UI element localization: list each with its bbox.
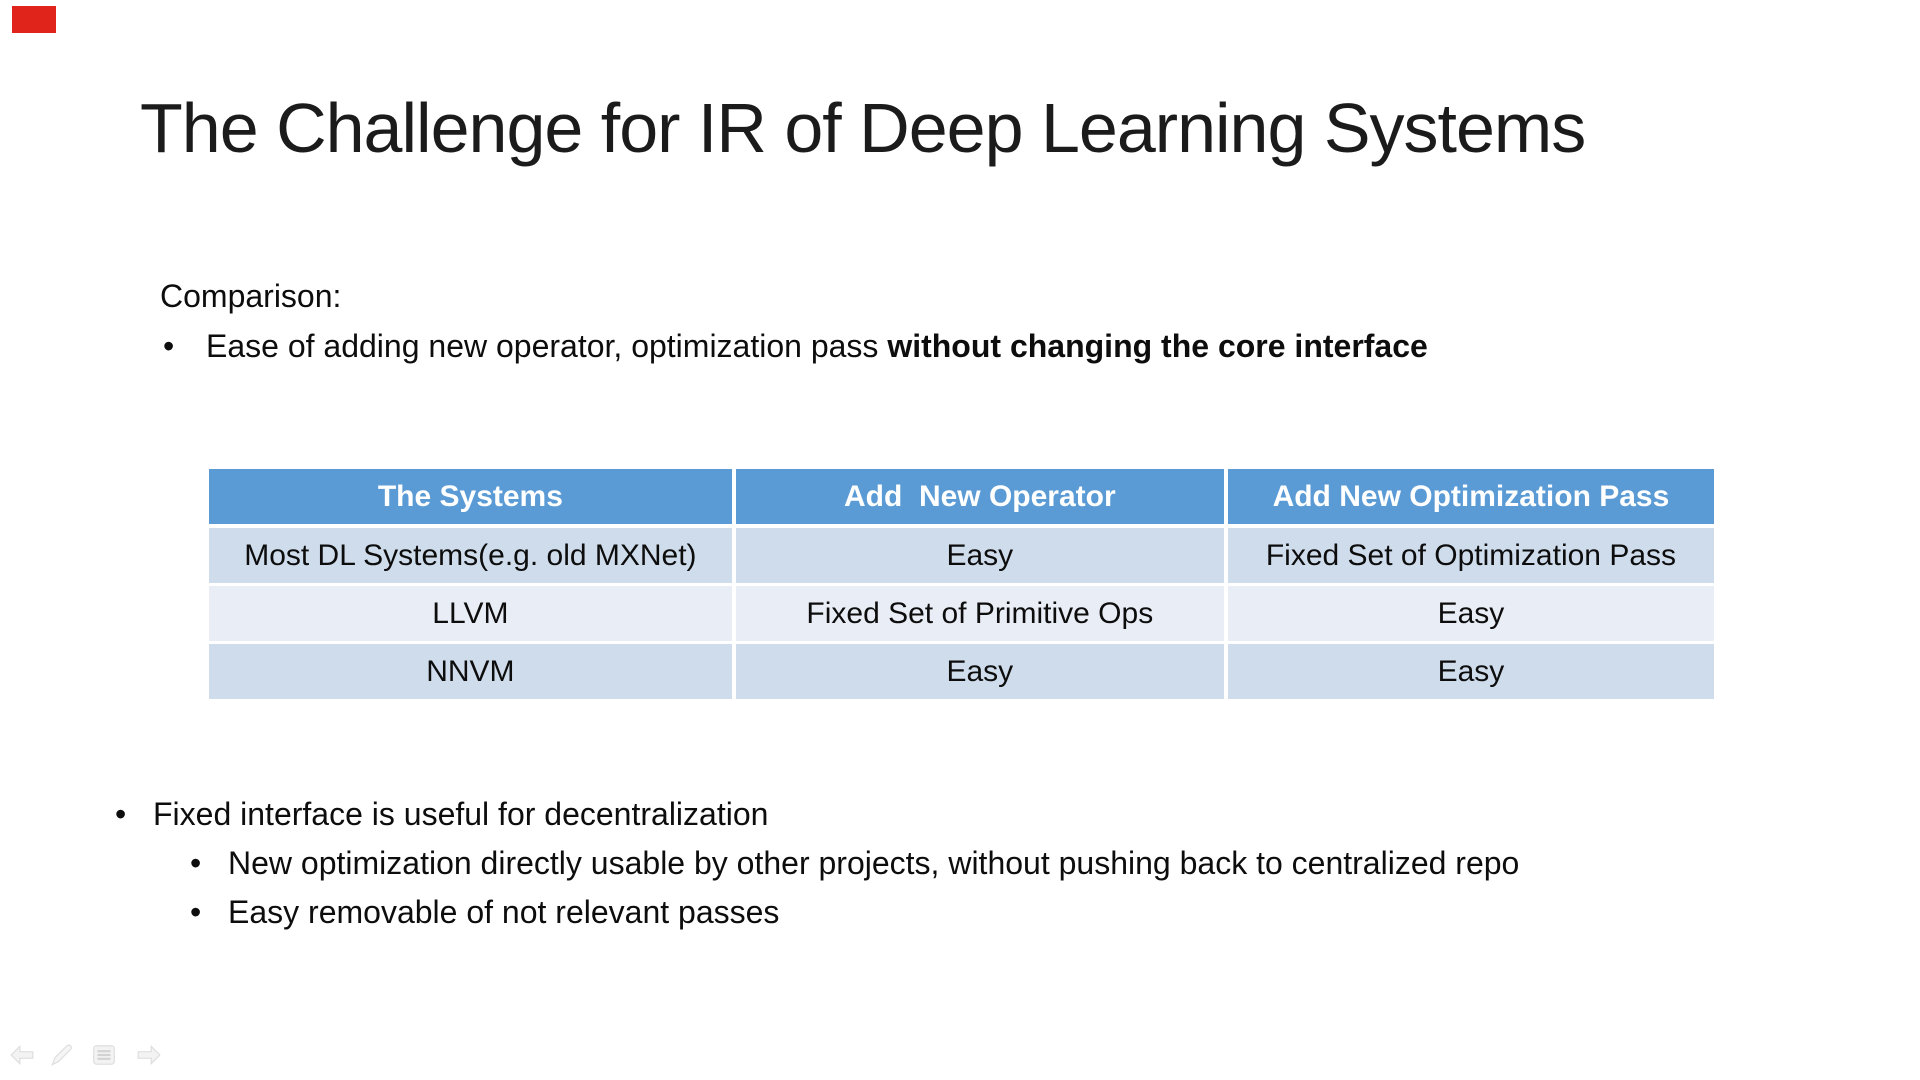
table-header-add-optimization-pass: Add New Optimization Pass	[1227, 469, 1714, 528]
pen-icon[interactable]	[49, 1042, 75, 1068]
recording-indicator	[12, 6, 56, 33]
slide-menu-icon[interactable]	[91, 1042, 117, 1068]
table-header-add-operator: Add New Operator	[735, 469, 1228, 528]
bullet-easy-removable: • Easy removable of not relevant passes	[190, 894, 779, 931]
comparison-table: The Systems Add New Operator Add New Opt…	[209, 469, 1714, 699]
table-cell: Easy	[735, 528, 1228, 586]
table-row: NNVM Easy Easy	[209, 644, 1714, 699]
comparison-bullet-text: Ease of adding new operator, optimizatio…	[206, 328, 1428, 365]
previous-slide-icon[interactable]	[9, 1042, 35, 1068]
bullet-dot: •	[115, 796, 127, 832]
next-slide-icon[interactable]	[136, 1042, 162, 1068]
comparison-heading: Comparison:	[160, 278, 342, 314]
table-cell: Easy	[1227, 644, 1714, 699]
presenter-controls	[0, 1036, 200, 1076]
comparison-bullet-bold: without changing the core interface	[887, 328, 1428, 364]
bullet-text: New optimization directly usable by othe…	[228, 845, 1520, 881]
slide-title: The Challenge for IR of Deep Learning Sy…	[140, 89, 1586, 167]
bullet-text: Fixed interface is useful for decentrali…	[153, 796, 769, 832]
table-cell: Fixed Set of Optimization Pass	[1227, 528, 1714, 586]
bullet-text: Easy removable of not relevant passes	[228, 894, 780, 930]
table-cell: Most DL Systems(e.g. old MXNet)	[209, 528, 736, 586]
table-cell: Easy	[1227, 586, 1714, 644]
bullet-dot: •	[163, 328, 175, 364]
table-cell: Easy	[735, 644, 1228, 699]
table-header-row: The Systems Add New Operator Add New Opt…	[209, 469, 1714, 528]
comparison-bullet-normal: Ease of adding new operator, optimizatio…	[206, 328, 888, 364]
table-row: Most DL Systems(e.g. old MXNet) Easy Fix…	[209, 528, 1714, 586]
table-cell: LLVM	[209, 586, 736, 644]
table-row: LLVM Fixed Set of Primitive Ops Easy	[209, 586, 1714, 644]
bullet-fixed-interface: • Fixed interface is useful for decentra…	[115, 796, 768, 833]
bullet-dot: •	[190, 894, 202, 930]
table-cell: NNVM	[209, 644, 736, 699]
table-cell: Fixed Set of Primitive Ops	[735, 586, 1228, 644]
bullet-dot: •	[190, 845, 202, 881]
comparison-bullet: • Ease of adding new operator, optimizat…	[163, 328, 1428, 365]
bullet-new-optimization: • New optimization directly usable by ot…	[190, 845, 1519, 882]
table-header-systems: The Systems	[209, 469, 736, 528]
